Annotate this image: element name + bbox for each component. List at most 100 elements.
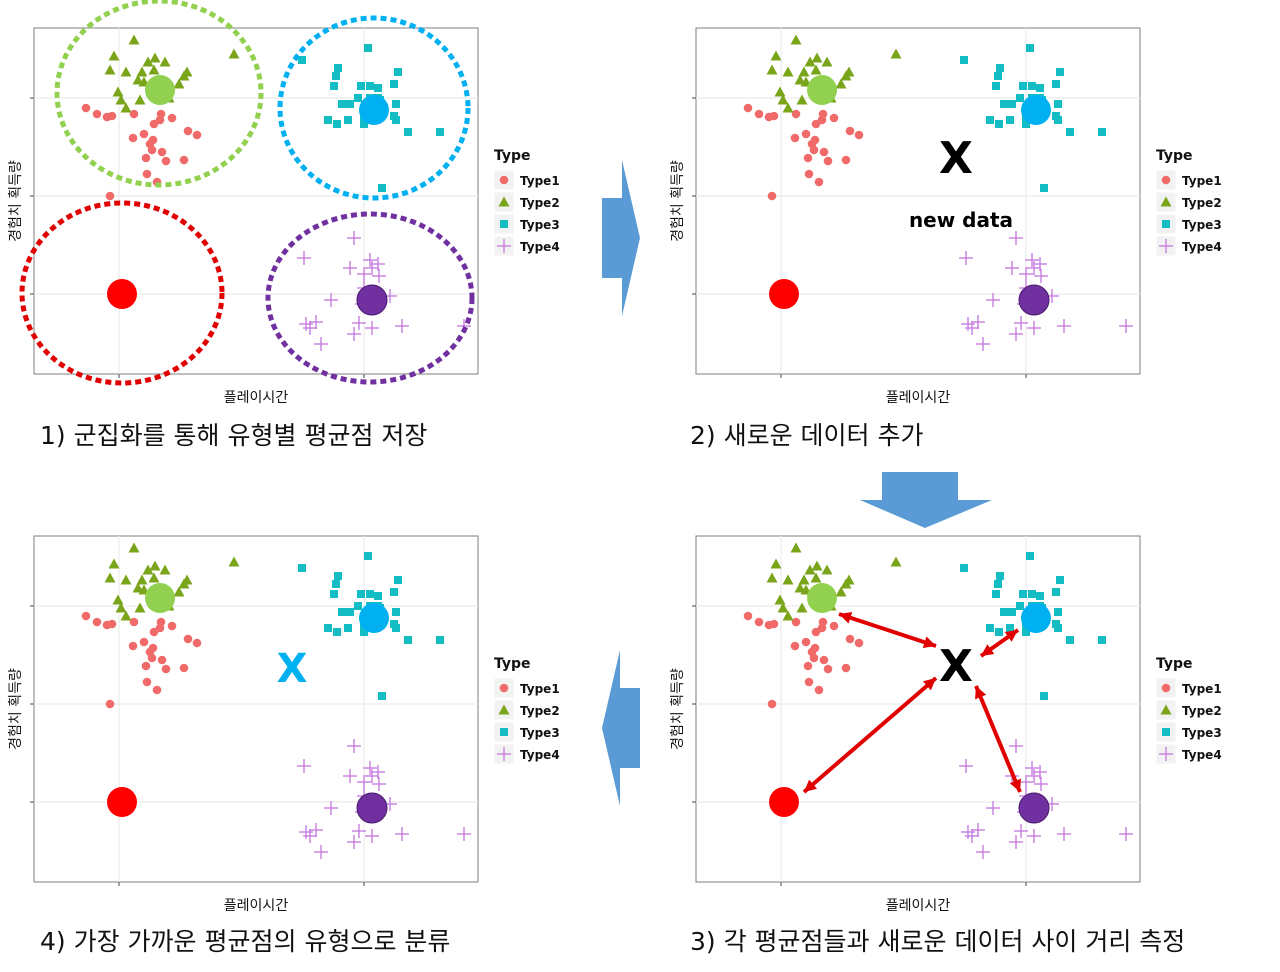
type1-point	[147, 653, 157, 663]
caption-4: 4) 가장 가까운 평균점의 유형으로 분류	[40, 927, 451, 956]
type1-point	[791, 617, 801, 627]
type2-point	[794, 582, 806, 593]
type4-centroid	[1018, 284, 1050, 316]
type3-point	[1054, 624, 1062, 632]
type1-point	[161, 664, 171, 674]
type1-point	[157, 147, 167, 157]
type1-point	[139, 637, 149, 647]
type1-point	[128, 133, 138, 143]
type3-point	[1052, 80, 1060, 88]
type1-point	[818, 617, 828, 627]
type2-point	[120, 610, 132, 621]
type2-point	[777, 94, 789, 105]
type3-point	[346, 100, 354, 108]
type3-point	[354, 602, 362, 610]
type3-point	[960, 56, 968, 64]
arrow-to-type1-head	[804, 779, 818, 792]
type2-point	[774, 86, 786, 97]
type1-point	[791, 109, 801, 119]
type1-point	[767, 191, 777, 201]
legend-label: Type1	[1182, 174, 1222, 188]
legend-circle-icon	[1161, 175, 1171, 185]
type1-point	[769, 111, 779, 121]
type2-point	[770, 50, 782, 61]
type2-point	[128, 542, 140, 553]
legend-label: Type2	[520, 196, 560, 210]
legend-label: Type1	[520, 682, 560, 696]
type1-point	[92, 109, 102, 119]
x-axis-label: 플레이시간	[224, 898, 289, 914]
type3-centroid	[359, 95, 389, 125]
type3-centroid	[1021, 95, 1051, 125]
legend-label: Type4	[520, 748, 560, 762]
type1-point	[814, 177, 824, 187]
type2-point	[804, 564, 816, 575]
type2-point	[811, 52, 823, 63]
type2-point	[790, 542, 802, 553]
type3-cluster-circle	[277, 15, 471, 201]
type1-point	[92, 617, 102, 627]
type3-point	[1054, 100, 1062, 108]
type2-point	[136, 574, 148, 585]
type1-point	[801, 129, 811, 139]
type1-point	[152, 685, 162, 695]
type4-centroid	[356, 792, 388, 824]
type2-point	[796, 602, 808, 613]
type3-point	[344, 116, 352, 124]
type2-point	[228, 48, 240, 59]
type3-point	[334, 572, 342, 580]
type3-point	[1066, 636, 1074, 644]
arrow-to-type4	[974, 685, 1022, 793]
type1-point	[81, 611, 91, 621]
type2-point	[790, 34, 802, 45]
type3-point	[1098, 128, 1106, 136]
new-data-label: new data	[909, 208, 1013, 232]
flow-arrow-right	[602, 160, 640, 316]
type2-point	[108, 558, 120, 569]
type1-point	[769, 619, 779, 629]
type1-point	[804, 677, 814, 687]
type2-point	[766, 64, 778, 75]
x-axis-label: 플레이시간	[886, 390, 951, 406]
type2-point	[132, 582, 144, 593]
type3-point	[392, 624, 400, 632]
legend-label: Type3	[520, 726, 560, 740]
type3-point	[364, 552, 372, 560]
arrow-to-type2-head	[922, 636, 936, 648]
type1-point	[167, 113, 177, 123]
type2-point	[142, 56, 154, 67]
type3-point	[1000, 100, 1008, 108]
flow-arrow-left	[602, 650, 640, 806]
type2-centroid	[807, 75, 837, 105]
type2-point	[115, 94, 127, 105]
type1-point	[841, 155, 851, 165]
type2-centroid	[145, 583, 175, 613]
type2-point	[108, 50, 120, 61]
y-axis-label: 경험치 획득량	[670, 668, 686, 750]
type1-point	[801, 637, 811, 647]
type1-point	[743, 611, 753, 621]
type3-point	[378, 184, 386, 192]
legend-label: Type4	[1182, 240, 1222, 254]
type3-point	[996, 572, 1004, 580]
type3-point	[1066, 128, 1074, 136]
type2-point	[835, 586, 847, 597]
type1-point	[809, 145, 819, 155]
type1-point	[183, 126, 193, 136]
type3-point	[1036, 592, 1044, 600]
type2-point	[142, 564, 154, 575]
type1-cluster-circle	[19, 200, 225, 386]
type3-point	[1026, 44, 1034, 52]
arrow-to-type3-head	[981, 644, 995, 656]
type1-point	[167, 621, 177, 631]
legend-title: Type	[494, 656, 531, 672]
type2-cluster-circle	[54, 0, 264, 188]
type1-point	[157, 655, 167, 665]
legend-label: Type2	[520, 704, 560, 718]
type2-point	[794, 74, 806, 85]
type3-point	[992, 590, 1000, 598]
